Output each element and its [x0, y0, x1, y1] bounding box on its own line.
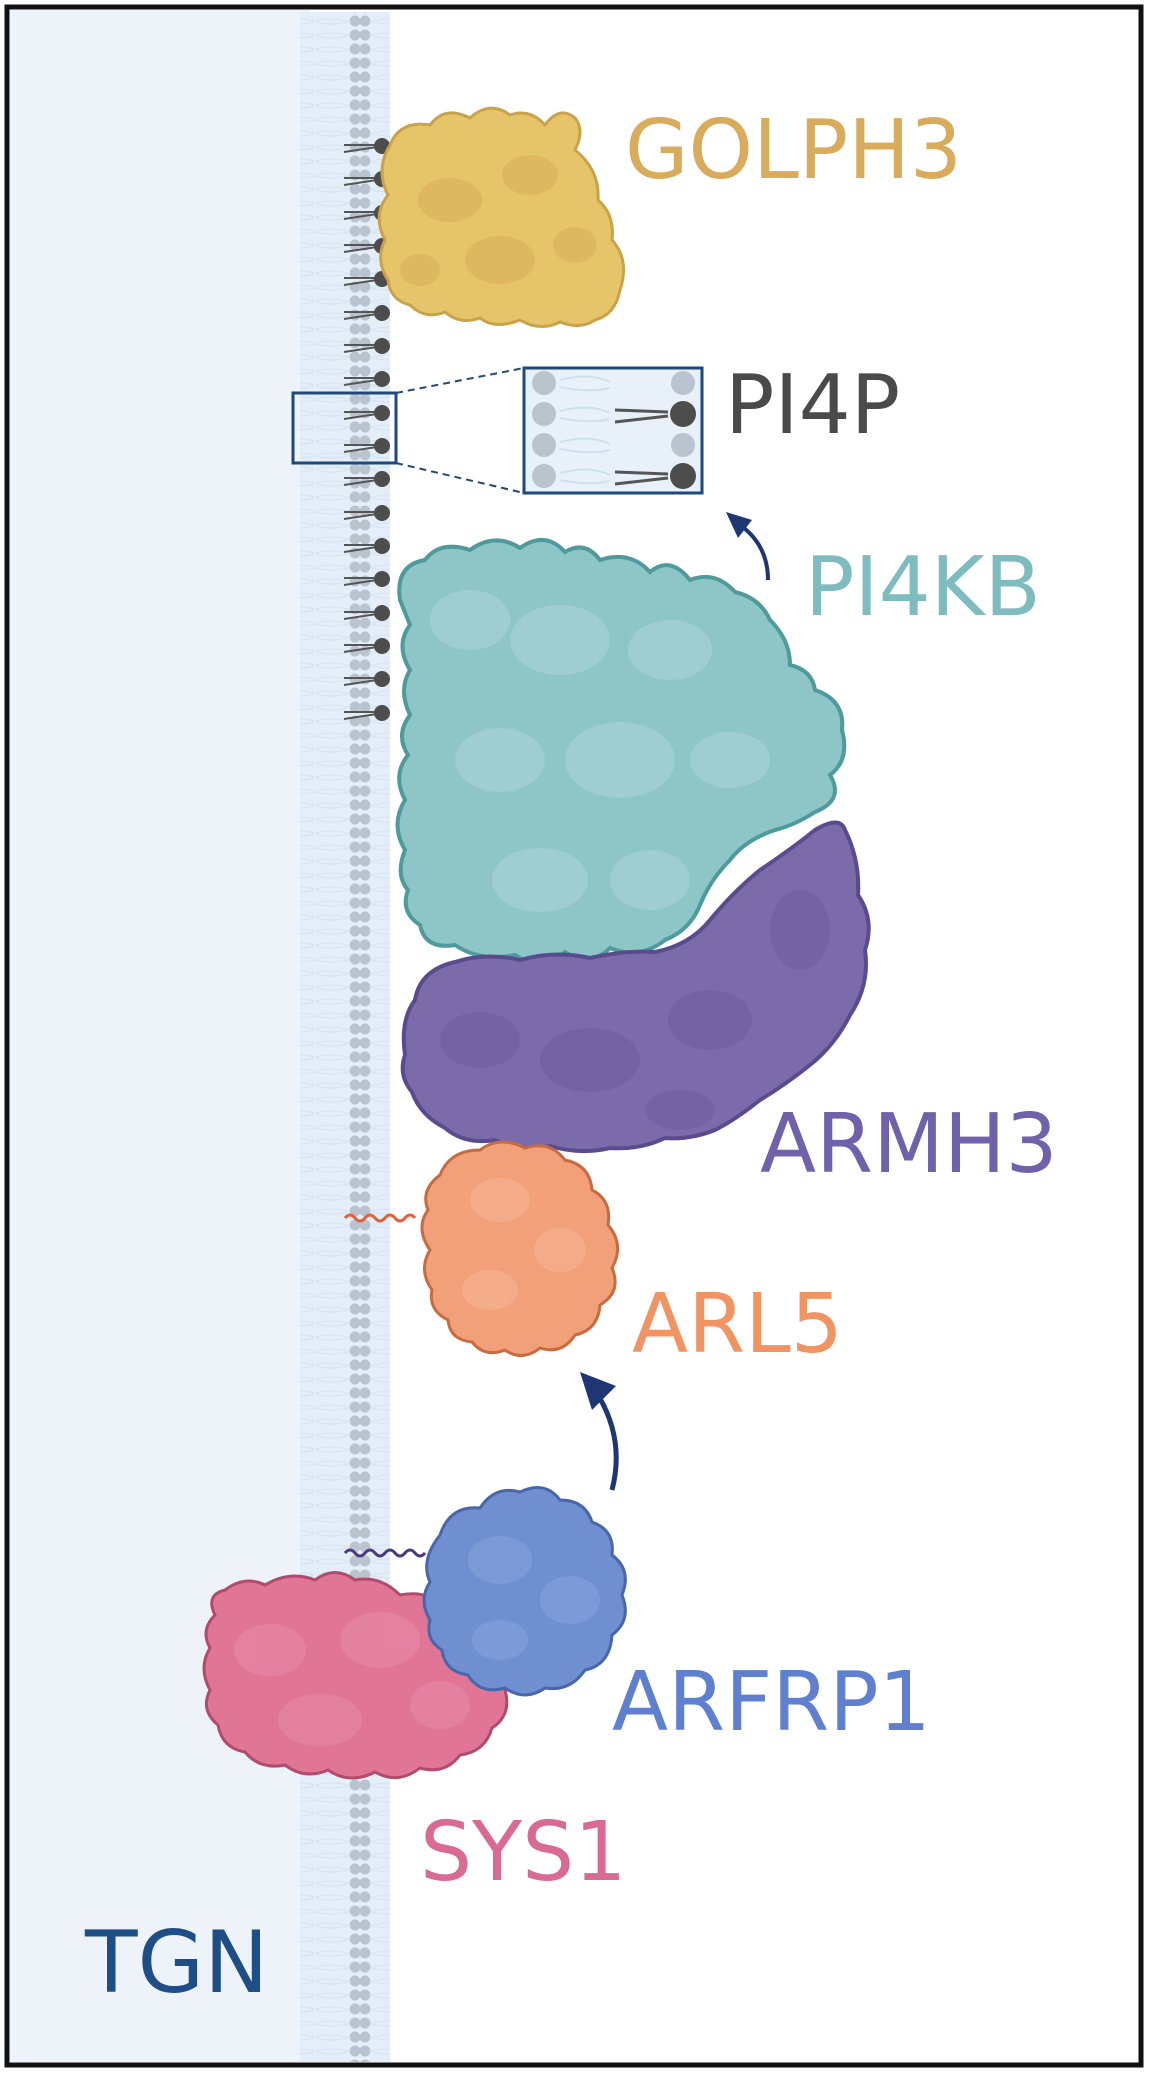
arrow-pi4kb-to-pi4p	[726, 512, 770, 581]
zoom-source-box	[291, 391, 398, 465]
pi4p-inset	[522, 366, 704, 495]
zoom-line-bottom	[395, 462, 525, 494]
arl5-protein	[420, 1140, 620, 1357]
zoom-line-top	[395, 367, 525, 394]
arrow-arfrp1-to-arl5	[580, 1372, 619, 1491]
tgn-label: TGN	[84, 1913, 269, 2013]
armh3-label: ARMH3	[760, 1097, 1058, 1192]
arfrp1-label: ARFRP1	[612, 1655, 931, 1750]
arfrp1-lipid-anchor	[343, 1548, 427, 1558]
pi4kb-texture	[430, 590, 770, 912]
golph3-label: GOLPH3	[625, 103, 962, 198]
pi4p-heads	[374, 138, 390, 721]
sys1-texture	[234, 1612, 470, 1746]
arl5-label: ARL5	[632, 1277, 843, 1372]
arfrp1-texture	[468, 1536, 600, 1660]
pi4p-label: PI4P	[725, 358, 900, 453]
arl5-lipid-anchor	[343, 1213, 417, 1223]
pi4kb-label: PI4KB	[805, 540, 1041, 635]
pi4p-lipids	[343, 144, 378, 720]
arl5-texture	[462, 1178, 586, 1310]
sys1-label: SYS1	[420, 1805, 626, 1900]
armh3-texture	[440, 890, 830, 1130]
golph3-protein	[377, 106, 626, 328]
golph3-texture	[400, 155, 597, 286]
